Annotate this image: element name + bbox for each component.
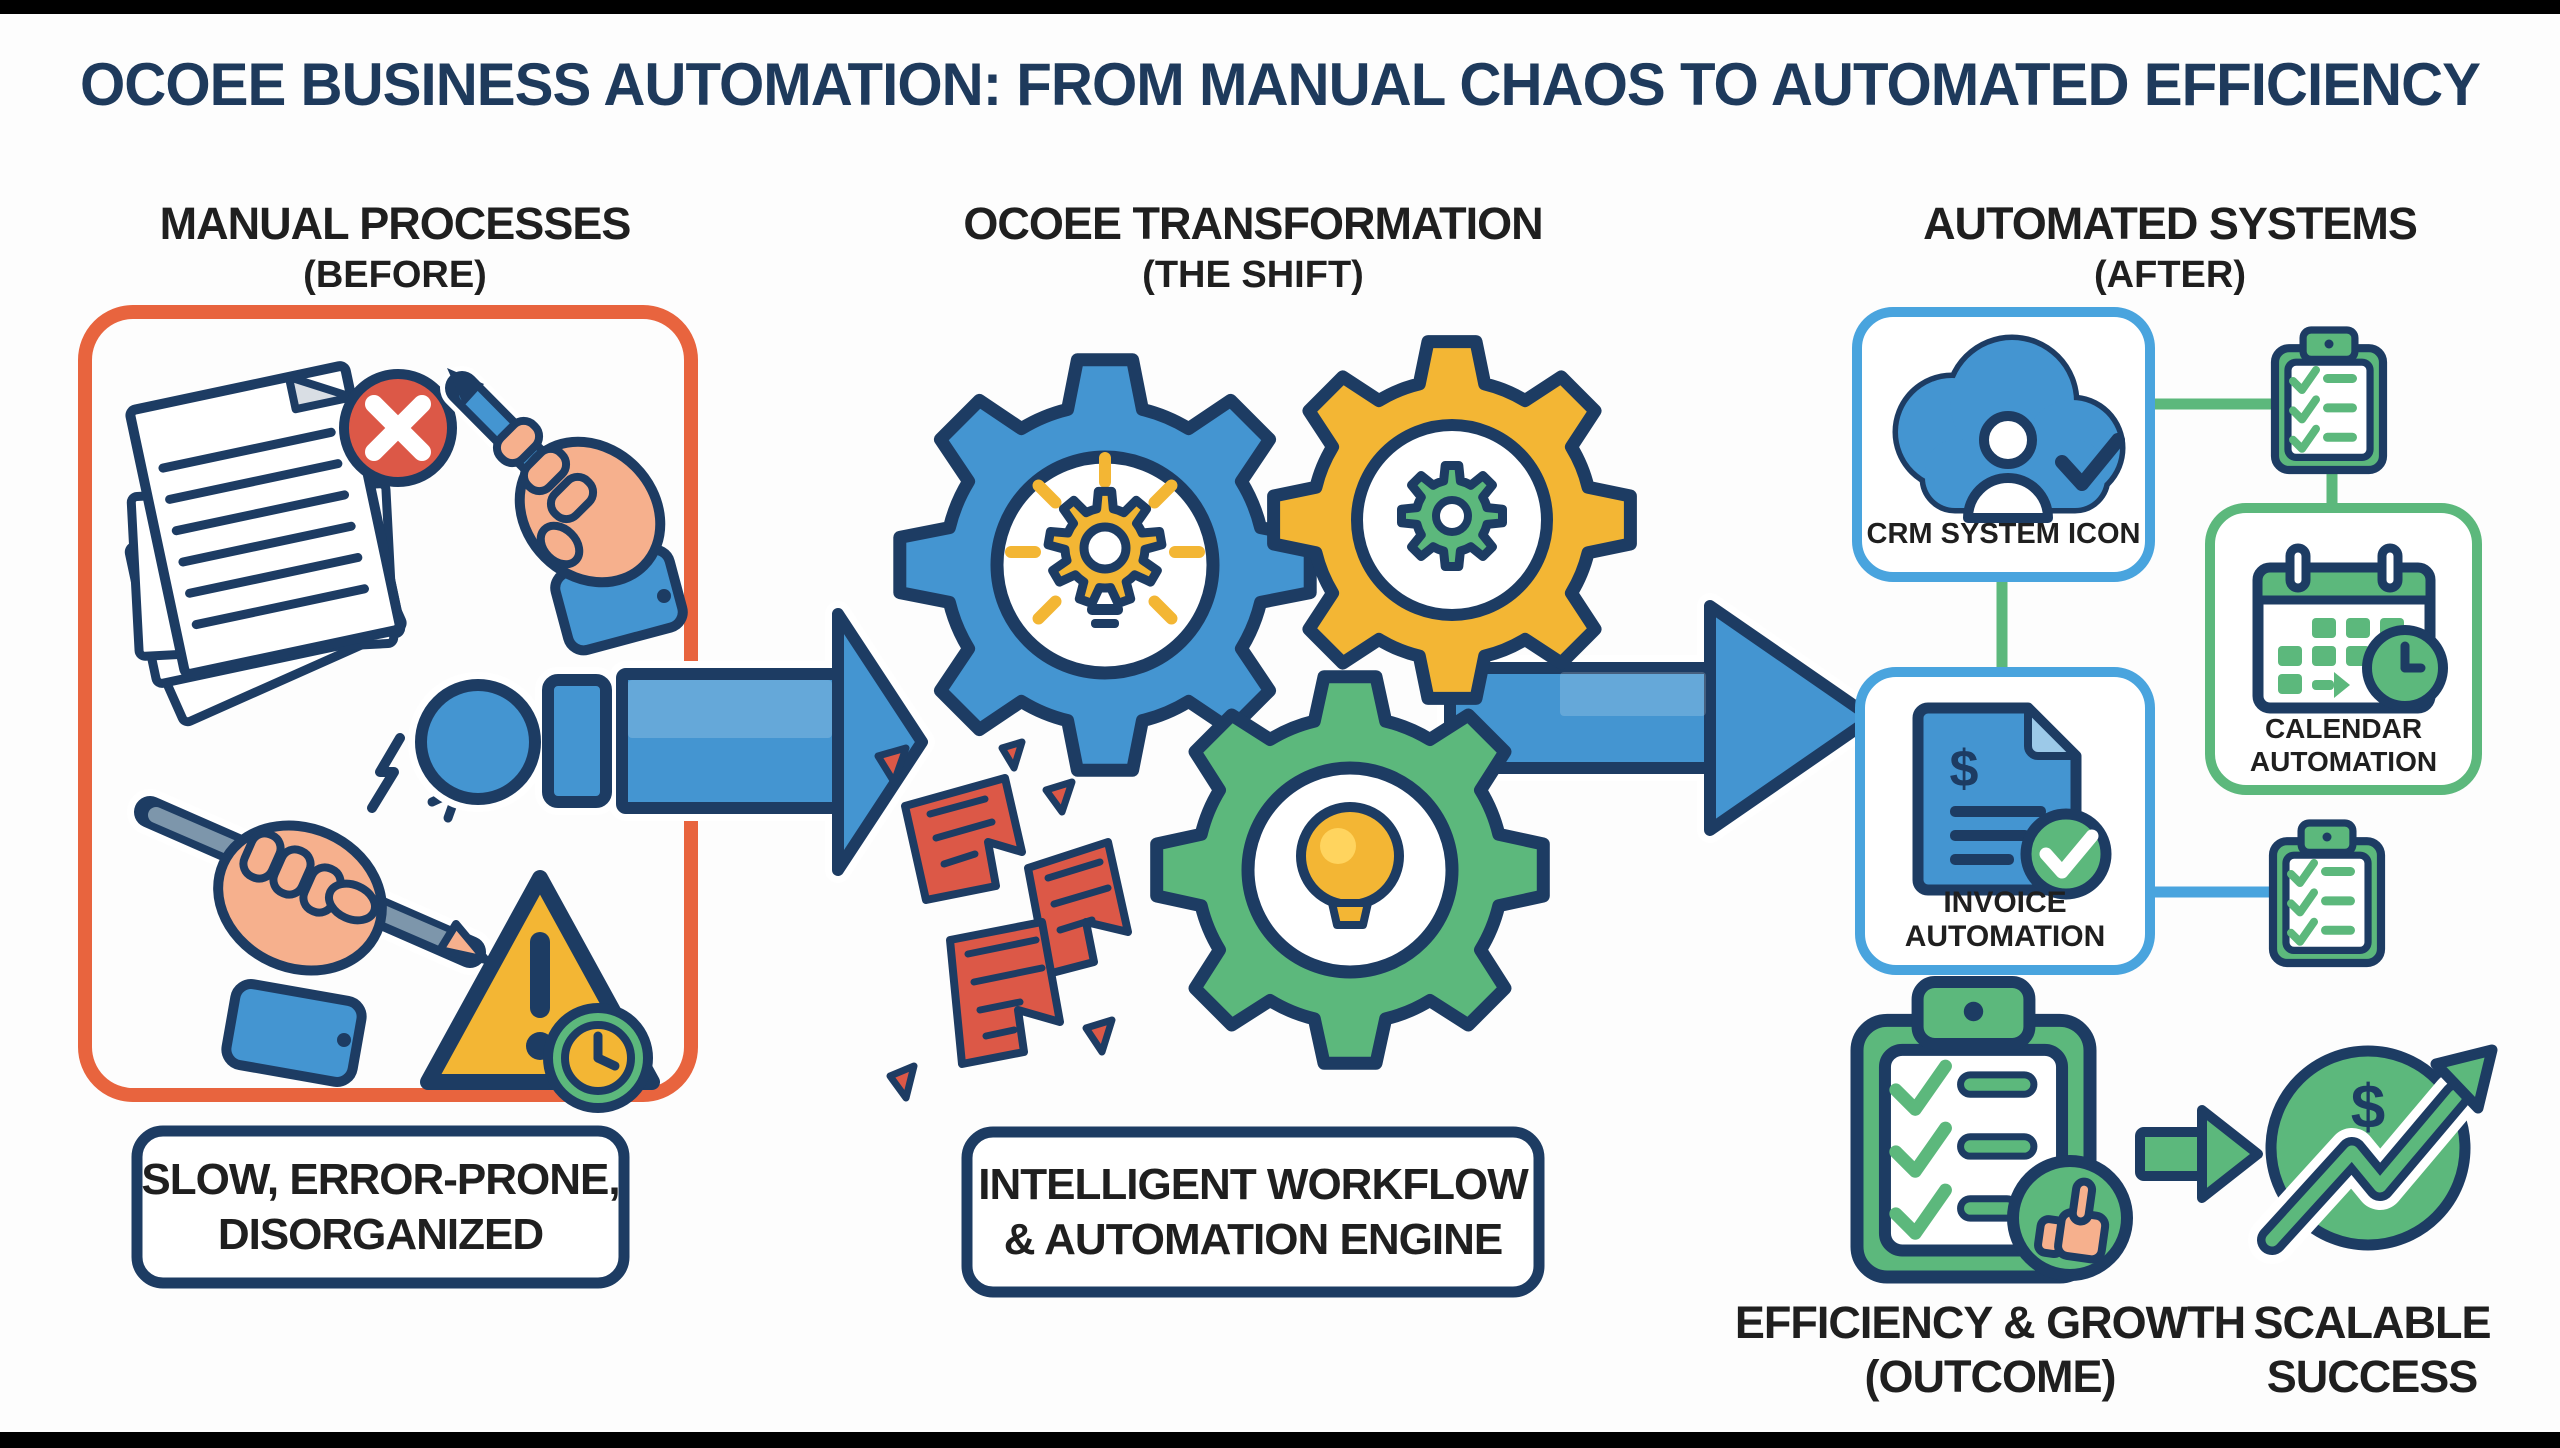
calendar-box-label-line2: AUTOMATION	[2249, 746, 2438, 777]
torn-documents-icon	[874, 738, 1132, 1102]
growth-arrow-icon	[2135, 1105, 2263, 1203]
gear-yellow-icon	[1267, 335, 1637, 705]
calendar-clock-icon	[2252, 543, 2448, 714]
svg-text:$: $	[1950, 740, 1979, 798]
column-subheading-shift: (THE SHIFT)	[1142, 254, 1364, 296]
crm-box-label: CRM SYSTEM ICON	[1866, 518, 2141, 550]
column-heading-after: AUTOMATED SYSTEMS	[1923, 198, 2418, 249]
success-label-line1: SCALABLE	[2253, 1297, 2492, 1348]
caption-before: SLOW, ERROR-PRONE, DISORGANIZED	[137, 1131, 624, 1283]
gear-green-lightbulb-icon	[1150, 670, 1550, 1070]
outcome-label-line2: (OUTCOME)	[1864, 1351, 2117, 1402]
caption-boxes	[131, 1125, 1545, 1298]
hand-holding-pen-icon	[440, 366, 688, 656]
warning-deadline-icon	[420, 870, 660, 1113]
segmented-flow-arrow-icon	[408, 601, 935, 883]
letterbox-bar-bottom	[0, 1432, 2560, 1448]
caption-shift-line2: & AUTOMATION ENGINE	[1003, 1215, 1503, 1264]
after-section: $$	[1850, 307, 2498, 1284]
before-panel	[78, 305, 698, 1113]
thumbs-up-clipboard-icon	[1850, 976, 2133, 1284]
gear-lightbulb-icon	[893, 353, 1317, 777]
calendar-box	[2205, 503, 2482, 795]
column-heading-shift: OCOEE TRANSFORMATION	[963, 198, 1543, 249]
thumbs-up-badge-icon	[2007, 1155, 2133, 1281]
invoice-document-icon: $	[1912, 702, 2112, 900]
outcome-label: EFFICIENCY & GROWTH (OUTCOME)	[1690, 1296, 2290, 1404]
error-x-icon	[339, 369, 457, 487]
page-title: OCOEE BUSINESS AUTOMATION: FROM MANUAL C…	[79, 51, 2481, 118]
caption-shift-line1: INTELLIGENT WORKFLOW	[978, 1160, 1528, 1209]
outcome-label-line1: EFFICIENCY & GROWTH	[1734, 1297, 2246, 1348]
checklist-clipboard-icon	[2270, 326, 2388, 475]
writing-hand-icon	[127, 789, 493, 1087]
invoice-box-label-line2: AUTOMATION	[1904, 920, 2106, 953]
letterbox-bar-top	[0, 0, 2560, 14]
crm-box	[1852, 307, 2155, 582]
column-subheading-before: (BEFORE)	[303, 254, 487, 296]
caption-shift: INTELLIGENT WORKFLOW & AUTOMATION ENGINE	[967, 1132, 1539, 1292]
dollar-growth-icon: $	[2248, 1044, 2498, 1264]
column-heading-before: MANUAL PROCESSES	[159, 198, 632, 249]
caption-before-line2: DISORGANIZED	[217, 1210, 544, 1259]
cloud-user-check-icon	[1892, 334, 2126, 523]
calendar-box-label-line1: CALENDAR	[2264, 713, 2423, 744]
invoice-box-label: INVOICE AUTOMATION	[1865, 886, 2145, 954]
invoice-box-label-line1: INVOICE	[1943, 886, 2067, 919]
flow-arrow-icon	[1437, 593, 1885, 843]
success-label: SCALABLE SUCCESS	[2172, 1296, 2560, 1404]
calendar-box-label: CALENDAR AUTOMATION	[2215, 712, 2472, 778]
invoice-box: $	[1855, 667, 2155, 975]
checklist-clipboard-small-icon	[2268, 819, 2386, 968]
caption-before-line1: SLOW, ERROR-PRONE,	[141, 1155, 620, 1204]
success-label-line2: SUCCESS	[2266, 1351, 2479, 1402]
column-subheading-after: (AFTER)	[2094, 254, 2246, 296]
stacked-papers-icon	[124, 361, 407, 727]
